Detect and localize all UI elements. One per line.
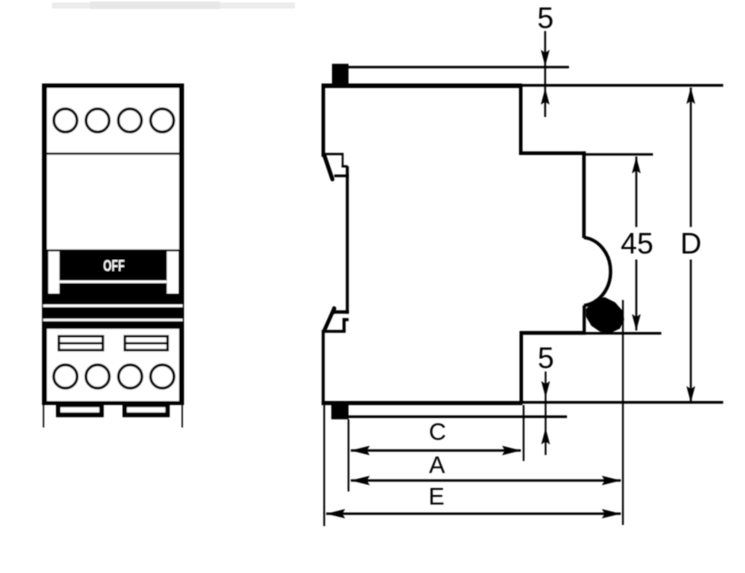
svg-text:A: A — [429, 452, 445, 479]
svg-text:5: 5 — [537, 2, 553, 35]
svg-text:D: D — [680, 227, 701, 260]
svg-text:5: 5 — [538, 342, 554, 375]
svg-text:OFF: OFF — [103, 257, 124, 275]
svg-text:C: C — [429, 419, 446, 446]
svg-text:45: 45 — [621, 227, 654, 260]
svg-text:E: E — [428, 483, 444, 510]
